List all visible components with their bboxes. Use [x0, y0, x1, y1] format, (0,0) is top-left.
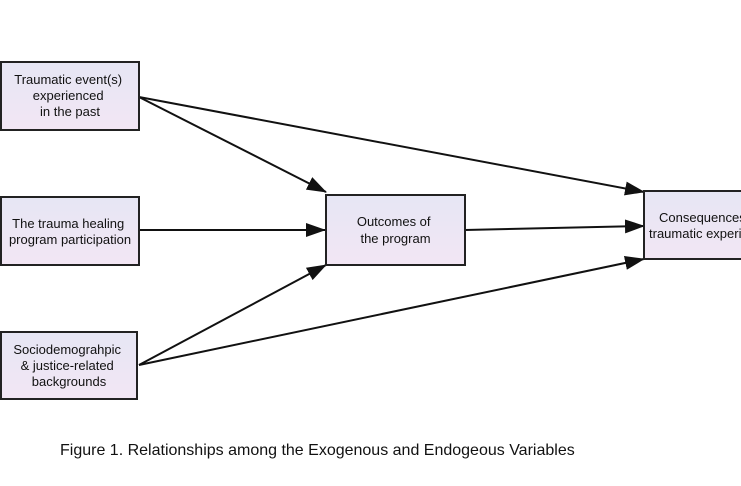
node-consequences-line-2: traumatic experiences — [649, 226, 741, 241]
node-traumatic-events: Traumatic event(s) experienced in the pa… — [0, 61, 140, 131]
edge-traumatic-to-outcomes — [138, 96, 327, 193]
node-sociodemographic: Sociodemograhpic & justice-related backg… — [0, 331, 138, 400]
svg-text:Sociodemograhpic & justi: Sociodemograhpic & justice-related backg… — [13, 342, 124, 389]
node-sociodemographic-line-3: backgrounds — [32, 374, 107, 389]
node-consequences-line-1: Consequences of — [659, 210, 741, 225]
figure-caption: Figure 1. Relationships among the Exogen… — [60, 442, 575, 459]
node-consequences: Consequences of traumatic experiences — [643, 190, 741, 260]
edge-traumatic-to-consequences — [138, 96, 645, 196]
edge-outcomes-to-consequences — [464, 219, 645, 234]
node-outcomes: Outcomes of the program — [325, 194, 466, 266]
svg-text:The trauma healing progr: The trauma healing program participation — [9, 216, 131, 247]
node-program-participation-line-2: program participation — [9, 232, 131, 247]
svg-text:Consequences of traumati: Consequences of traumatic experiences — [649, 210, 741, 241]
edge-sociodemographic-to-outcomes — [138, 264, 327, 366]
node-traumatic-events-line-3: in the past — [40, 104, 100, 119]
node-sociodemographic-line-2: & justice-related — [21, 358, 114, 373]
svg-text:Traumatic event(s) exper: Traumatic event(s) experienced in the pa… — [14, 72, 126, 119]
node-sociodemographic-line-1: Sociodemograhpic — [13, 342, 121, 357]
node-program-participation: The trauma healing program participation — [0, 196, 140, 266]
node-traumatic-events-line-2: experienced — [33, 88, 104, 103]
node-outcomes-line-2: the program — [360, 231, 430, 246]
node-outcomes-line-1: Outcomes of — [357, 214, 431, 229]
node-traumatic-events-line-1: Traumatic event(s) — [14, 72, 122, 87]
edge-sociodemographic-to-consequences — [138, 256, 645, 366]
svg-text:Outcomes of the program: Outcomes of the program — [357, 214, 434, 246]
node-program-participation-line-1: The trauma healing — [12, 216, 124, 231]
